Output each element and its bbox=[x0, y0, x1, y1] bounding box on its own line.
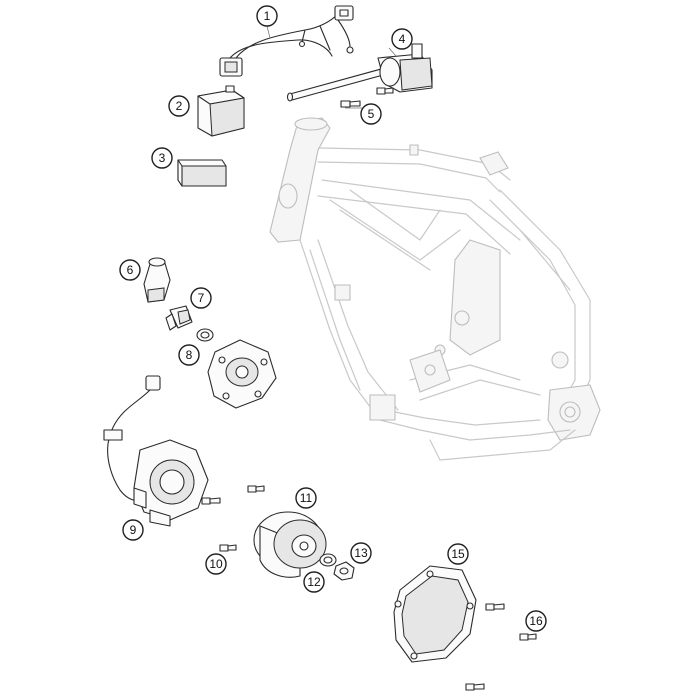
callout-5: 5 bbox=[360, 103, 382, 125]
callout-6-label: 6 bbox=[127, 263, 134, 277]
callout-3-label: 3 bbox=[159, 151, 166, 165]
callout-5-label: 5 bbox=[368, 107, 375, 121]
screw-10 bbox=[219, 544, 237, 552]
callout-2-label: 2 bbox=[176, 99, 183, 113]
wiring-harness bbox=[219, 5, 354, 77]
callout-8-label: 8 bbox=[186, 348, 193, 362]
screw-16 bbox=[485, 603, 505, 611]
screw-16c bbox=[465, 683, 485, 691]
spark-plug-connector bbox=[143, 257, 171, 303]
screw-9a bbox=[201, 497, 221, 505]
callout-15-label: 15 bbox=[451, 547, 465, 561]
callout-16-label: 16 bbox=[529, 614, 543, 628]
callout-1: 1 bbox=[256, 5, 278, 27]
rubber-holder bbox=[177, 159, 227, 187]
callout-7: 7 bbox=[190, 287, 212, 309]
callout-4: 4 bbox=[391, 28, 413, 50]
flywheel-rotor bbox=[253, 511, 327, 578]
callout-12: 12 bbox=[303, 571, 325, 593]
spark-plug bbox=[165, 305, 193, 331]
cylinder-head bbox=[207, 339, 277, 409]
nut bbox=[333, 561, 355, 581]
ignition-cover bbox=[393, 565, 477, 663]
callout-15: 15 bbox=[447, 543, 469, 565]
screw-5b bbox=[376, 87, 394, 95]
callout-11-label: 11 bbox=[300, 491, 313, 505]
screw-10b bbox=[247, 485, 265, 493]
ignition-coil bbox=[286, 43, 433, 102]
callout-2: 2 bbox=[168, 95, 190, 117]
callout-8: 8 bbox=[178, 344, 200, 366]
cdi-unit bbox=[197, 85, 245, 137]
stator-assembly bbox=[103, 375, 209, 527]
callout-3: 3 bbox=[151, 147, 173, 169]
sealing-ring bbox=[196, 328, 214, 342]
motorcycle-frame bbox=[269, 117, 601, 461]
callout-16: 16 bbox=[525, 610, 547, 632]
washer bbox=[319, 553, 337, 567]
callout-9: 9 bbox=[122, 519, 144, 541]
callout-7-label: 7 bbox=[198, 291, 205, 305]
callout-leaders bbox=[266, 25, 397, 109]
screw-16b bbox=[519, 633, 537, 641]
callout-10: 10 bbox=[205, 553, 227, 575]
callout-12-label: 12 bbox=[307, 575, 321, 589]
callout-11: 11 bbox=[295, 487, 317, 509]
callout-10-label: 10 bbox=[209, 557, 223, 571]
callout-13-label: 13 bbox=[354, 546, 368, 560]
callout-1-label: 1 bbox=[264, 9, 271, 23]
callout-4-label: 4 bbox=[399, 32, 406, 46]
callout-9-label: 9 bbox=[130, 523, 137, 537]
callout-6: 6 bbox=[119, 259, 141, 281]
callout-13: 13 bbox=[350, 542, 372, 564]
screw-5 bbox=[340, 100, 361, 108]
